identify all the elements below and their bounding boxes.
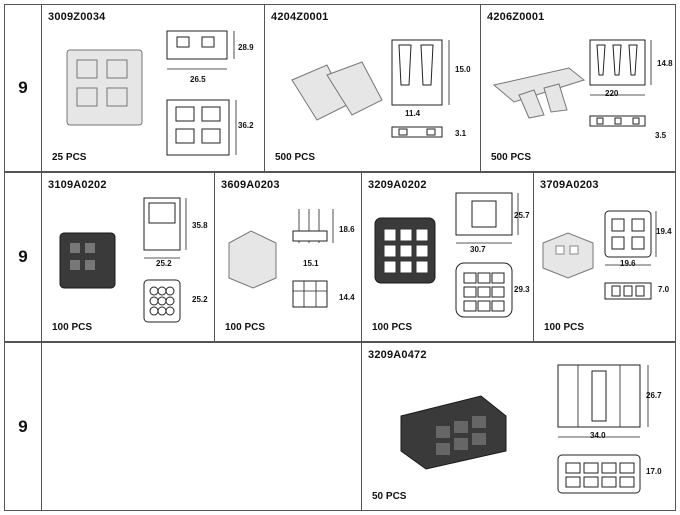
- dimension-depth: 25.2: [192, 295, 208, 304]
- dimension-drawing-top: [604, 210, 657, 266]
- row-number: 9: [5, 173, 42, 341]
- product-photo: [492, 67, 586, 119]
- product-cell-3009Z0034: 3009Z0034 28.9 26.5 36.2 25 PCS: [42, 5, 265, 171]
- product-code: 3009Z0034: [48, 11, 106, 23]
- dimension-width: 26.5: [190, 75, 206, 84]
- dimension-width: 25.2: [156, 259, 172, 268]
- row-number: 9: [5, 5, 42, 171]
- package-quantity: 25 PCS: [52, 152, 87, 163]
- dimension-width: 220: [605, 89, 619, 98]
- product-code: 3609A0203: [221, 179, 280, 191]
- catalog-row-2: 9 3109A0202 35.8 25.2 25.2 100 PCS 360: [4, 172, 676, 342]
- dimension-width: 11.4: [405, 109, 421, 118]
- dimension-height: 28.9: [238, 43, 254, 52]
- dimension-height: 18.6: [339, 225, 355, 234]
- dimension-drawing-bottom: [391, 126, 443, 138]
- dimension-width: 30.7: [470, 245, 486, 254]
- product-photo: [59, 232, 116, 289]
- product-photo: [400, 395, 507, 470]
- product-cell-3209A0472: 3209A0472 26.7 34.0 17.0 50: [362, 343, 677, 510]
- dimension-drawing-top: [589, 39, 652, 96]
- dimension-drawing-top: [143, 197, 187, 259]
- catalog-row-3: 9 3209A0472 26.7 34.0: [4, 342, 676, 511]
- product-photo: [291, 61, 383, 121]
- package-quantity: 100 PCS: [544, 322, 585, 333]
- dimension-drawing-top: [166, 30, 235, 70]
- product-photo: [374, 217, 436, 284]
- dimension-height: 15.0: [455, 65, 471, 74]
- product-cell-3609A0203: 3609A0203 18.6 15.1 14.4 100 PCS: [215, 173, 362, 341]
- dimension-drawing-bottom: [557, 454, 641, 494]
- empty-cell: [42, 343, 362, 510]
- product-code: 3709A0203: [540, 179, 599, 191]
- package-quantity: 100 PCS: [372, 322, 413, 333]
- dimension-drawing-top: [557, 364, 649, 438]
- package-quantity: 500 PCS: [491, 152, 532, 163]
- dimension-drawing-top: [292, 209, 334, 243]
- product-code: 4206Z0001: [487, 11, 545, 23]
- dimension-drawing-bottom: [166, 99, 237, 156]
- dimension-drawing-bottom: [455, 262, 513, 318]
- dimension-drawing-bottom: [292, 280, 328, 308]
- product-cell-4204Z0001: 4204Z0001 15.0 11.4 3.1 500 PCS: [265, 5, 481, 171]
- dimension-depth: 36.2: [238, 121, 254, 130]
- dimension-height: 25.7: [514, 211, 530, 220]
- product-photo: [542, 232, 594, 279]
- product-code: 3209A0202: [368, 179, 427, 191]
- dimension-drawing-bottom: [604, 282, 652, 300]
- product-code: 3109A0202: [48, 179, 107, 191]
- package-quantity: 500 PCS: [275, 152, 316, 163]
- package-quantity: 100 PCS: [52, 322, 93, 333]
- row-number: 9: [5, 343, 42, 510]
- dimension-height: 26.7: [646, 391, 662, 400]
- dimension-width: 34.0: [590, 431, 606, 440]
- product-photo: [228, 230, 277, 289]
- dimension-depth: 29.3: [514, 285, 530, 294]
- dimension-width: 19.6: [620, 259, 636, 268]
- package-quantity: 100 PCS: [225, 322, 266, 333]
- dimension-depth: 14.4: [339, 293, 355, 302]
- dimension-drawing-top: [391, 39, 450, 106]
- dimension-height: 19.4: [656, 227, 672, 236]
- dimension-depth: 3.5: [655, 131, 667, 140]
- dimension-drawing-bottom: [143, 279, 181, 323]
- dimension-height: 14.8: [657, 59, 673, 68]
- product-code: 3209A0472: [368, 349, 427, 361]
- dimension-depth: 7.0: [658, 285, 670, 294]
- dimension-width: 15.1: [303, 259, 319, 268]
- dimension-drawing-top: [455, 192, 519, 244]
- product-cell-3209A0202: 3209A0202 25.7 30.7 29.3 100: [362, 173, 534, 341]
- dimension-height: 35.8: [192, 221, 208, 230]
- dimension-drawing-bottom: [589, 115, 646, 127]
- package-quantity: 50 PCS: [372, 491, 407, 502]
- product-code: 4204Z0001: [271, 11, 329, 23]
- product-cell-3109A0202: 3109A0202 35.8 25.2 25.2 100 PCS: [42, 173, 215, 341]
- dimension-depth: 17.0: [646, 467, 662, 476]
- dimension-depth: 3.1: [455, 129, 467, 138]
- catalog-row-1: 9 3009Z0034 28.9 26.5 36.2 25 P: [4, 4, 676, 172]
- product-cell-3709A0203: 3709A0203 19.4 19.6 7.0 100 PCS: [534, 173, 677, 341]
- product-cell-4206Z0001: 4206Z0001 14.8 220 3.5 500 PCS: [481, 5, 677, 171]
- product-photo: [66, 49, 143, 126]
